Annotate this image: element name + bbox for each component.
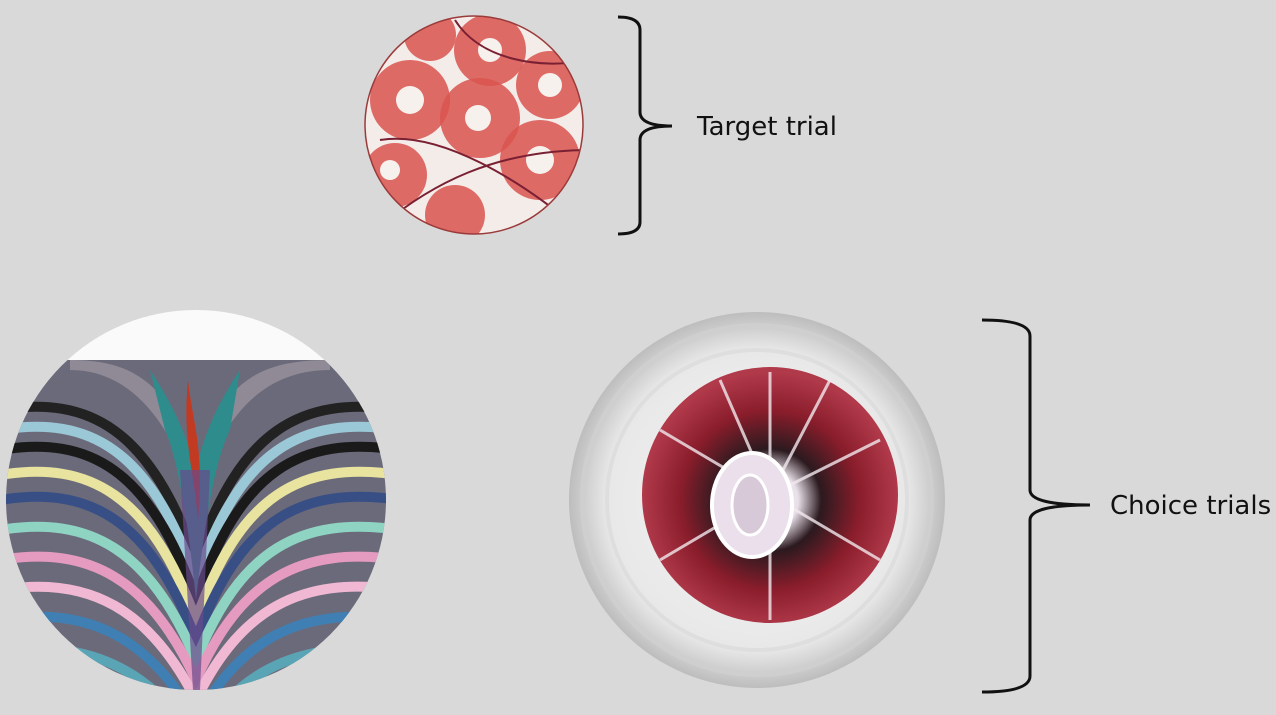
bracket-icon bbox=[981, 318, 1091, 694]
choice-left-image bbox=[6, 310, 386, 690]
bracket-icon bbox=[617, 15, 673, 236]
target-trial-label: Target trial bbox=[697, 112, 837, 142]
choice-right-image bbox=[569, 312, 945, 688]
target-image bbox=[364, 15, 584, 235]
choice-trials-label: Choice trials bbox=[1110, 491, 1272, 521]
